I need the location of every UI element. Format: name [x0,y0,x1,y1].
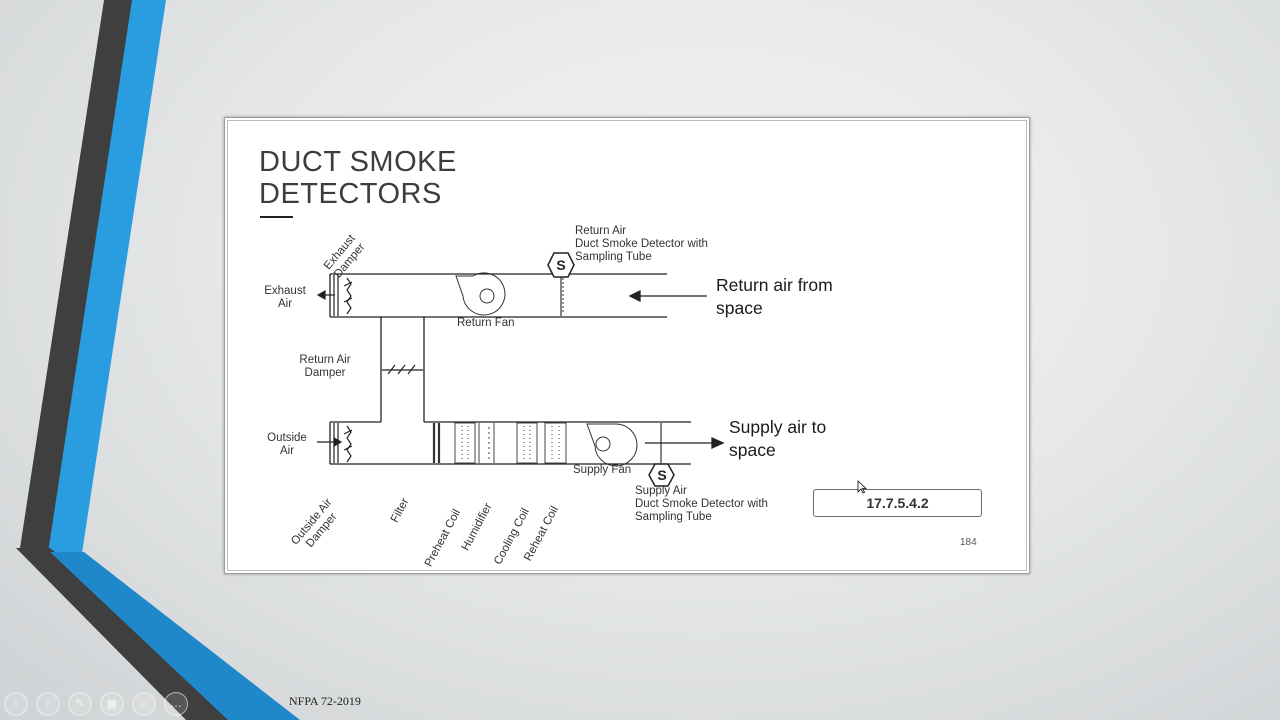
slide-image: DUCT SMOKE DETECTORS [224,117,1030,574]
zoom-icon[interactable]: ⌕ [132,692,156,716]
return-fan-label: Return Fan [457,317,515,329]
slides-grid-icon[interactable]: ▦ [100,692,124,716]
more-options-icon[interactable]: … [164,692,188,716]
supply-fan-label: Supply Fan [573,464,632,476]
slideshow-nav-bar: ‹ › ✎ ▦ ⌕ … [4,692,188,716]
return-detector-label: Return Air Duct Smoke Detector with Samp… [575,225,708,263]
previous-slide-icon[interactable]: ‹ [4,692,28,716]
filter-symbol [432,423,441,463]
slide-title-line-2: DETECTORS [259,178,442,210]
return-air-from-space-label: Return air from space [716,275,833,318]
section-reference-box: 17.7.5.4.2 [813,489,982,517]
return-air-damper-label: Return Air Damper [299,354,351,379]
slide-title-line-1: DUCT SMOKE [259,146,457,178]
pen-icon[interactable]: ✎ [68,692,92,716]
decorative-stripes [16,0,300,720]
supply-fan-symbol [586,423,638,467]
return-air-damper-symbol [382,364,423,375]
supply-detector-label: Supply Air Duct Smoke Detector with Samp… [635,485,768,523]
supply-detector-symbol: S [648,423,675,487]
preheat-coil-symbol [454,422,476,464]
mouse-cursor-icon [857,480,867,494]
next-slide-icon[interactable]: › [36,692,60,716]
return-fan-symbol [455,272,506,316]
exhaust-air-label: Exhaust Air [264,285,306,310]
supply-air-to-space-label: Supply air to space [729,417,827,460]
supply-detector-s-label: S [657,467,666,483]
exhaust-damper-symbol [333,275,353,316]
image-frame [227,120,1027,571]
humidifier-symbol [478,423,495,463]
footer-text: NFPA 72-2019 [289,694,361,708]
outside-air-label: Outside Air [267,432,307,457]
hvac-diagram: S [260,216,725,487]
reheat-coil-symbol [544,422,567,464]
cooling-coil-symbol [516,422,538,464]
return-detector-symbol: S [547,252,575,316]
slide-page-number: 184 [960,537,977,548]
return-detector-s-label: S [556,257,565,273]
